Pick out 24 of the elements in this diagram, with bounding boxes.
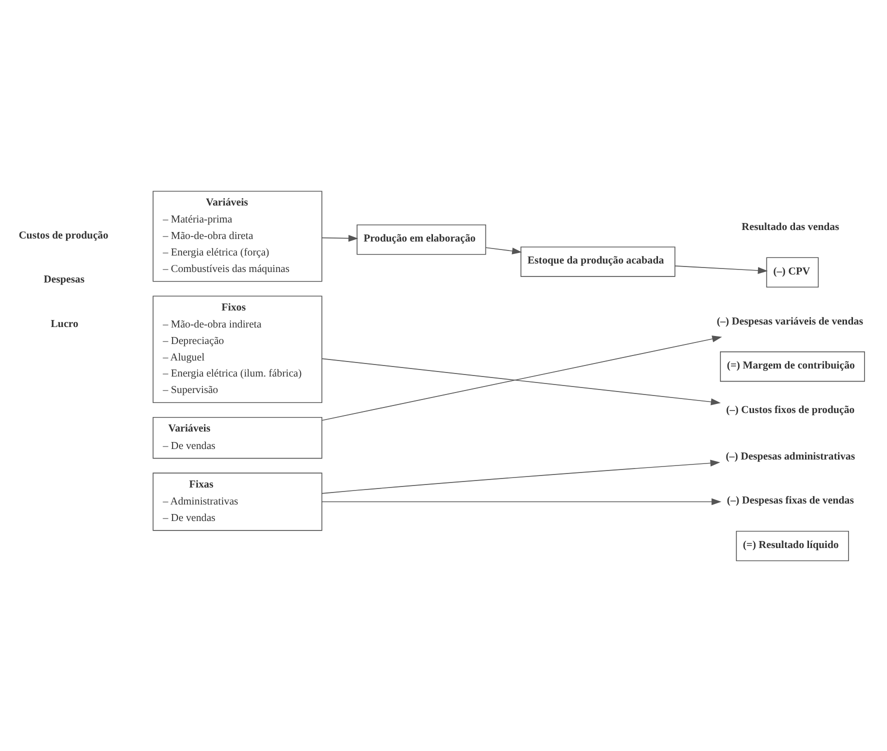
node-text: (–) Custos fixos de produção (726, 404, 855, 416)
arrow (674, 265, 768, 274)
label: Despesas (44, 274, 84, 286)
node-text: (–) Despesas variáveis de vendas (716, 316, 864, 327)
arrow (322, 234, 358, 242)
arrow (322, 498, 722, 505)
label: Resultado das vendas (742, 222, 840, 233)
arrow (485, 246, 522, 254)
node-text: (–) Despesas fixas de vendas (726, 495, 854, 506)
node-box: Fixas – Administrativas – De vendas (152, 472, 322, 530)
node-box: (–) CPV (766, 256, 819, 288)
node-box: Estoque da produção acabada (520, 246, 676, 276)
arrow (322, 459, 720, 494)
node-box: (=) Margem de contribuição (720, 350, 865, 382)
node-box: Fixos – Mão-de-obra indireta – Depreciação – Aluguel – Energia elétrica (ilum. fábrica) – Supervisão (152, 295, 322, 403)
node-box: Produção em elaboração (356, 224, 486, 254)
arrow (322, 358, 721, 405)
node-box: Variáveis – De vendas (152, 416, 322, 458)
label: Lucro (50, 318, 78, 330)
node-box: Variáveis – Matéria-prima – Mão-de-obra direta – Energia elétrica (força) – Combustíveis das máquinas (152, 190, 322, 282)
label: Custos de produção (18, 230, 108, 241)
node-text: (–) Despesas administrativas (726, 450, 855, 462)
node-box: (=) Resultado líquido (736, 530, 849, 561)
arrow (322, 335, 722, 420)
